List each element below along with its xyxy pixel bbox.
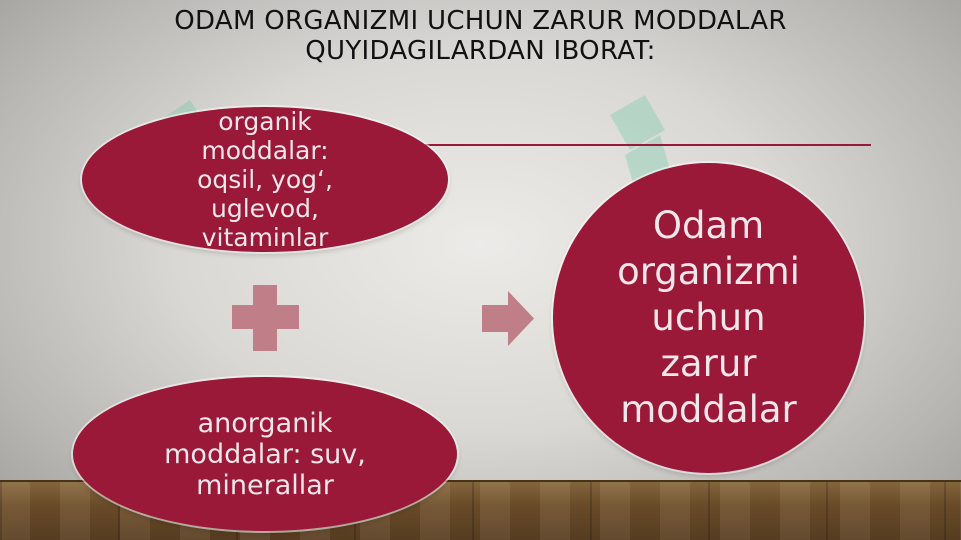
right-arrow-icon bbox=[482, 291, 534, 346]
inorganic-line: moddalar: suv, bbox=[164, 438, 366, 470]
slide-title: ODAM ORGANIZMI UCHUN ZARUR MODDALAR QUYI… bbox=[80, 6, 881, 66]
plus-icon bbox=[253, 285, 277, 351]
result-line: moddalar bbox=[620, 388, 797, 431]
slide-title-line-2: QUYIDAGILARDAN IBORAT: bbox=[305, 36, 656, 66]
inorganic-line: minerallar bbox=[196, 469, 334, 501]
inorganic-substances-label: anorganik moddalar: suv, minerallar bbox=[154, 408, 376, 501]
connector-line bbox=[425, 144, 871, 146]
result-line: uchun bbox=[651, 296, 766, 339]
organic-substances-label: organik moddalar: oqsil, yog‘, uglevod, … bbox=[187, 107, 343, 252]
organic-line: uglevod, bbox=[211, 194, 319, 223]
result-line: organizmi bbox=[617, 250, 800, 293]
result-label: Odam organizmi uchun zarur moddalar bbox=[607, 203, 810, 433]
slide-title-line-1: ODAM ORGANIZMI UCHUN ZARUR MODDALAR bbox=[174, 6, 787, 36]
organic-line: vitaminlar bbox=[201, 223, 329, 252]
result-line: Odam bbox=[652, 204, 765, 247]
result-line: zarur bbox=[660, 342, 757, 385]
inorganic-substances-node: anorganik moddalar: suv, minerallar bbox=[73, 377, 457, 531]
organic-line: organik bbox=[218, 107, 312, 136]
organic-line: oqsil, yog‘, bbox=[197, 165, 333, 194]
organic-substances-node: organik moddalar: oqsil, yog‘, uglevod, … bbox=[82, 107, 448, 252]
inorganic-line: anorganik bbox=[197, 407, 333, 439]
result-node: Odam organizmi uchun zarur moddalar bbox=[553, 163, 864, 473]
organic-line: moddalar: bbox=[201, 136, 329, 165]
